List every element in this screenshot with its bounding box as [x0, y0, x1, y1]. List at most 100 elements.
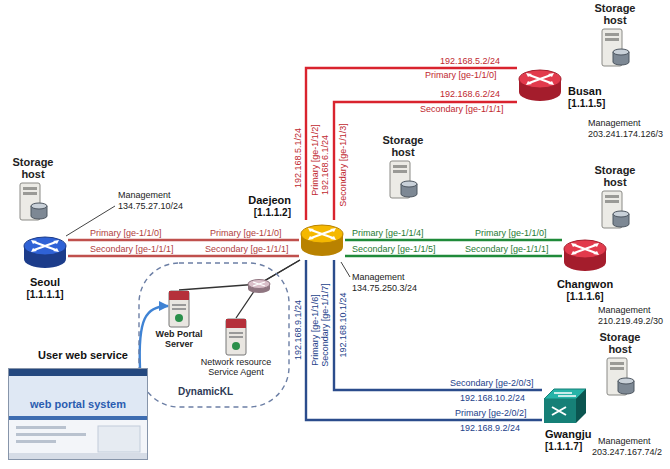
router-name: Daejeon: [231, 194, 291, 206]
interface-label: 134.75.27.10/24: [118, 201, 183, 211]
network-link: [345, 255, 562, 257]
interface-label: Secondary [ge-2/0/3]: [450, 378, 534, 388]
interface-label: Primary [ge-1/1/0]: [90, 228, 162, 238]
storage-icon: [388, 160, 418, 200]
interface-label: 192.168.9.2/24: [460, 423, 520, 433]
switch-node: Gwangju[1.1.1.7]: [542, 385, 588, 425]
router-id: [1.1.1.6]: [550, 291, 620, 302]
interface-label: 203.241.174.126/3: [588, 129, 663, 139]
interface-label-vertical: 192.168.6.1/24: [320, 135, 330, 195]
interface-label-vertical: Secondary [ge-1/1/3]: [338, 123, 348, 207]
interface-label: Secondary [ge-1/1/1]: [465, 244, 549, 254]
storage-host: Storage host: [605, 357, 635, 397]
node-heading: Storage host: [592, 331, 648, 355]
storage-host: Storage host: [600, 28, 630, 68]
interface-label-vertical: 192.168.10.1/24: [338, 292, 348, 357]
management-label: Management: [352, 272, 405, 282]
web-screen: User web serviceweb portal system: [8, 368, 148, 460]
server-node: Network resource Service Agent: [225, 318, 247, 356]
storage-host: Storage host: [600, 190, 630, 230]
interface-label: Primary [ge-1/1/0]: [425, 70, 497, 80]
network-link: [345, 239, 562, 241]
web-screenshot: [8, 368, 148, 460]
network-link: [68, 239, 299, 241]
server-symbol: [225, 318, 247, 356]
router-icon: [299, 220, 345, 260]
node-heading: Storage host: [375, 134, 431, 158]
server-icon: [225, 318, 247, 356]
server-name: Web Portal Server: [144, 330, 214, 350]
network-link: [236, 260, 300, 318]
storage-host-symbol: [388, 160, 418, 200]
interface-label-vertical: 192.168.9.1/24: [293, 300, 303, 360]
server-icon: [168, 290, 190, 328]
server-name: Network resource Service Agent: [196, 358, 276, 378]
router-node: Busan[1.1.1.5]: [517, 65, 563, 105]
region-label: DynamicKL: [178, 386, 233, 397]
storage-host: Storage host: [18, 182, 48, 222]
storage-icon: [600, 190, 630, 230]
interface-label: Secondary [ge-1/1/5]: [352, 244, 436, 254]
router-id: [1.1.1.7]: [545, 441, 582, 452]
server-symbol: [168, 290, 190, 328]
router-icon: [562, 235, 608, 275]
router-symbol: [299, 220, 345, 260]
screen-icon: [8, 368, 148, 460]
router-name: Seoul: [15, 276, 75, 288]
dynamickl-region: DynamicKLWeb Portal ServerNetwork resour…: [138, 262, 290, 408]
router-node: Daejeon[1.1.1.2]: [299, 220, 345, 260]
interface-label-vertical: Primary [ge-1/1/2]: [310, 124, 320, 196]
interface-label: Secondary [ge-1/1/1]: [205, 244, 289, 254]
interface-label: 134.75.250.3/24: [352, 283, 417, 293]
interface-label-vertical: Secondary [ge-1/1/7]: [320, 283, 330, 367]
management-label: Management: [598, 436, 651, 446]
router-id: [1.1.1.2]: [231, 207, 291, 218]
leader-line: [341, 262, 350, 277]
interface-label: 203.247.167.74/2: [592, 447, 662, 457]
router-name: Gwangju: [545, 428, 591, 440]
management-label: Management: [598, 305, 651, 315]
server-node: Web Portal Server: [168, 290, 190, 328]
router-symbol: [562, 235, 608, 275]
node-heading: Storage host: [587, 164, 643, 188]
router-icon: [517, 65, 563, 105]
storage-host: Storage host: [388, 160, 418, 200]
storage-icon: [605, 357, 635, 397]
router-symbol: [22, 232, 68, 272]
interface-label: Secondary [ge-1/1/1]: [90, 244, 174, 254]
interface-label: Primary [ge-1/1/0]: [475, 228, 547, 238]
node-heading: Storage host: [5, 156, 61, 180]
storage-icon: [18, 182, 48, 222]
storage-host-symbol: [600, 190, 630, 230]
interface-label: 192.168.6.2/24: [440, 89, 500, 99]
interface-label-vertical: 192.168.5.1/24: [293, 128, 303, 188]
network-link: [334, 260, 542, 390]
node-heading: Storage host: [587, 2, 643, 26]
router-node: Changwon[1.1.1.6]: [562, 235, 608, 275]
switch-symbol: [542, 385, 588, 425]
storage-icon: [600, 28, 630, 68]
interface-label-vertical: Primary [ge-1/1/6]: [310, 294, 320, 366]
network-link: [68, 255, 299, 257]
management-label: Management: [118, 190, 171, 200]
switch-icon: [542, 385, 588, 425]
hub-router-symbol: [248, 280, 270, 294]
storage-host-symbol: [605, 357, 635, 397]
router-node: Seoul[1.1.1.1]: [22, 232, 68, 272]
screen-title: web portal system: [30, 398, 126, 410]
interface-label: Primary [ge-1/1/4]: [352, 228, 424, 238]
screen-heading: User web service: [38, 349, 128, 361]
interface-label: 210.219.49.2/30: [598, 316, 663, 326]
network-link: [306, 68, 517, 220]
storage-host-symbol: [18, 182, 48, 222]
interface-label: Primary [ge-1/1/0]: [210, 228, 282, 238]
interface-label: 192.168.10.2/24: [460, 393, 525, 403]
network-link: [179, 260, 300, 290]
router-symbol: [517, 65, 563, 105]
interface-label: Primary [ge-2/0/2]: [455, 408, 527, 418]
management-label: Management: [588, 118, 641, 128]
router-name: Changwon: [550, 278, 620, 290]
router-name: Busan: [568, 85, 602, 97]
network-link: [306, 260, 542, 420]
